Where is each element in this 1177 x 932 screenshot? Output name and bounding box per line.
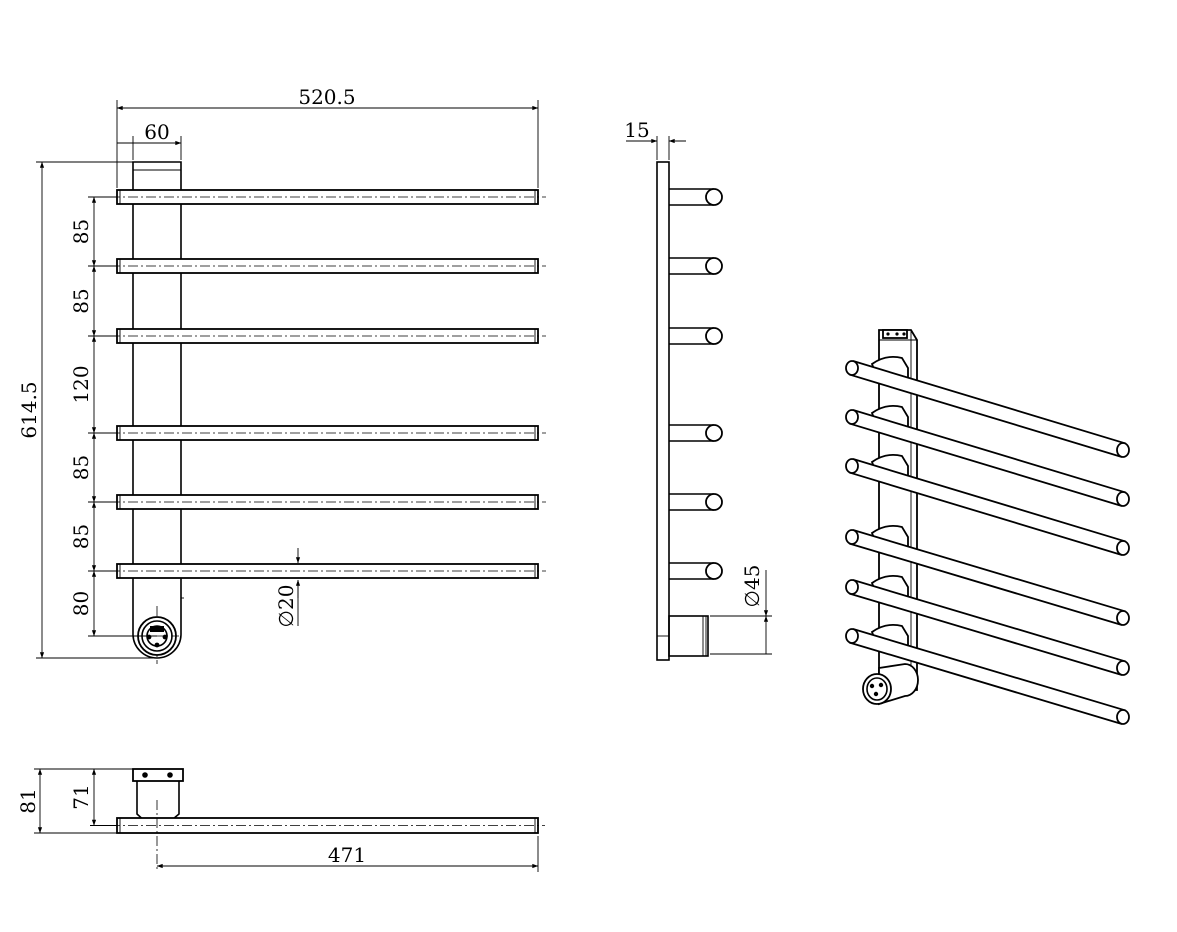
front-bar-5 [110, 494, 546, 510]
iso-rod-6 [845, 623, 1130, 725]
side-bars [669, 188, 723, 580]
front-bar-2 [110, 258, 546, 274]
side-bar-4 [669, 424, 723, 442]
front-bar-1 [110, 189, 546, 205]
front-view: 520.5 60 614.5 85 85 120 85 85 80 ∅20 [17, 85, 546, 664]
wall-plate [656, 161, 670, 661]
iso-rod-3 [845, 453, 1130, 556]
isometric-view [845, 329, 1130, 725]
front-bar-6 [110, 563, 546, 579]
top-bracket-cap [132, 768, 184, 782]
dim-plate-thickness: 15 [624, 118, 649, 142]
control-knob-side [668, 615, 709, 657]
dim-bar-spacing-2: 85 [69, 288, 93, 313]
iso-control-knob [862, 663, 919, 706]
front-bars [110, 189, 546, 579]
side-bar-3 [669, 327, 723, 345]
dim-overall-width: 520.5 [298, 85, 355, 109]
dim-knob-diameter: ∅45 [740, 565, 764, 608]
side-bar-2 [669, 257, 723, 275]
dim-bar-spacing-6: 80 [69, 591, 93, 616]
dim-bracket-width: 60 [144, 120, 169, 144]
dim-bar-spacing-1: 85 [69, 219, 93, 244]
iso-rod-4 [845, 524, 1130, 626]
mounting-column [132, 161, 182, 659]
dim-bar-spacing-4: 85 [69, 455, 93, 480]
dim-bar-spacing-3: 120 [69, 365, 93, 403]
iso-rod-1 [845, 355, 1130, 458]
side-bar-1 [669, 188, 723, 206]
dim-depth-total: 81 [16, 788, 40, 813]
dim-bar-diameter: ∅20 [274, 585, 298, 628]
bar-spacing-dimensions: 85 85 120 85 85 80 [69, 196, 157, 637]
dim-bar-spacing-5: 85 [69, 524, 93, 549]
iso-rod-5 [845, 574, 1130, 676]
side-view: 15 ∅45 [624, 118, 772, 661]
side-bar-6 [669, 562, 723, 580]
dim-depth-bracket: 71 [69, 784, 93, 809]
front-bar-4 [110, 425, 546, 441]
dim-bar-length: 471 [328, 843, 366, 867]
side-bar-5 [669, 493, 723, 511]
iso-rods [845, 355, 1130, 725]
iso-rod-2 [845, 404, 1130, 507]
front-bar-3 [110, 328, 546, 344]
top-view: 81 71 471 [16, 768, 545, 872]
dim-overall-height: 614.5 [17, 381, 41, 438]
